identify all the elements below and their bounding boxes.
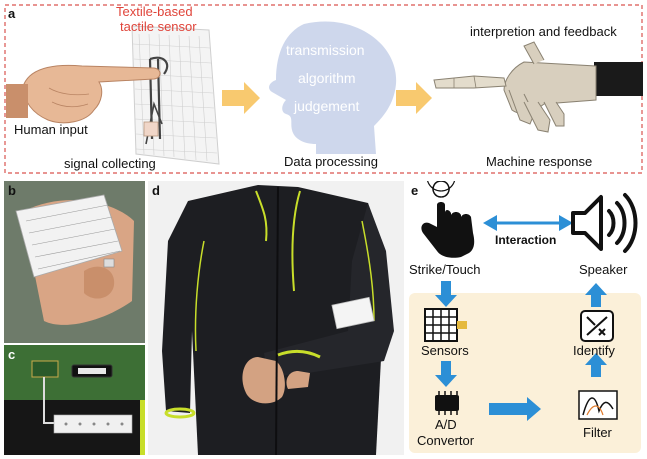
ad-label-line2: Convertor: [417, 433, 475, 448]
panel-e: e Interaction Strike/Touch Speaker Senso…: [407, 181, 643, 455]
filter-icon: [578, 390, 618, 420]
chip-icon: [435, 391, 459, 415]
strike-touch-label: Strike/Touch: [409, 262, 481, 277]
panel-b-photo: [4, 181, 145, 343]
flow-arrows: [435, 281, 607, 421]
panel-c-letter: c: [8, 347, 16, 362]
textile-sensor-sheet: [131, 25, 220, 165]
machine-response-label: Machine response: [486, 154, 593, 169]
touch-icon: [421, 181, 475, 258]
head-word-algorithm: algorithm: [298, 70, 356, 86]
panel-b: b: [4, 181, 145, 343]
panel-d-letter: d: [152, 183, 160, 198]
panel-a-artwork: [4, 4, 643, 174]
panel-c: c: [4, 345, 145, 455]
orange-arrow-1: [222, 82, 260, 114]
panel-e-diagram: [409, 181, 641, 453]
robotic-hand: [433, 41, 643, 133]
panel-a: a Textile-based tactile sensor Human inp…: [4, 4, 643, 174]
panel-e-letter: e: [411, 183, 419, 198]
filter-label: Filter: [583, 425, 612, 440]
sensor-grid-icon: [424, 308, 467, 342]
panel-d-photo: [148, 181, 404, 455]
sensors-label: Sensors: [421, 343, 469, 358]
orange-arrow-2: [396, 82, 432, 114]
head-silhouette: [269, 21, 397, 154]
panel-d: d: [148, 181, 404, 455]
human-input-label: Human input: [14, 122, 88, 137]
data-processing-label: Data processing: [284, 154, 378, 169]
interaction-label: Interaction: [495, 233, 557, 247]
human-hand: [6, 64, 161, 124]
identify-label: Identify: [573, 343, 615, 358]
interaction-arrow: [483, 215, 573, 231]
sensor-label-line1: Textile-based: [116, 4, 193, 19]
sensor-label-line2: tactile sensor: [120, 19, 197, 34]
interpretion-label: interpretion and feedback: [470, 24, 617, 39]
head-word-judgement: judgement: [294, 98, 360, 114]
head-word-transmission: transmission: [286, 42, 365, 58]
identify-icon: [580, 310, 614, 342]
ad-label-line1: A/D: [435, 417, 457, 432]
speaker-label: Speaker: [579, 262, 628, 277]
panel-c-photo: [4, 345, 145, 455]
panel-a-letter: a: [8, 6, 16, 21]
panel-b-letter: b: [8, 183, 16, 198]
speaker-icon: [571, 193, 638, 253]
signal-collecting-label: signal collecting: [64, 156, 156, 171]
